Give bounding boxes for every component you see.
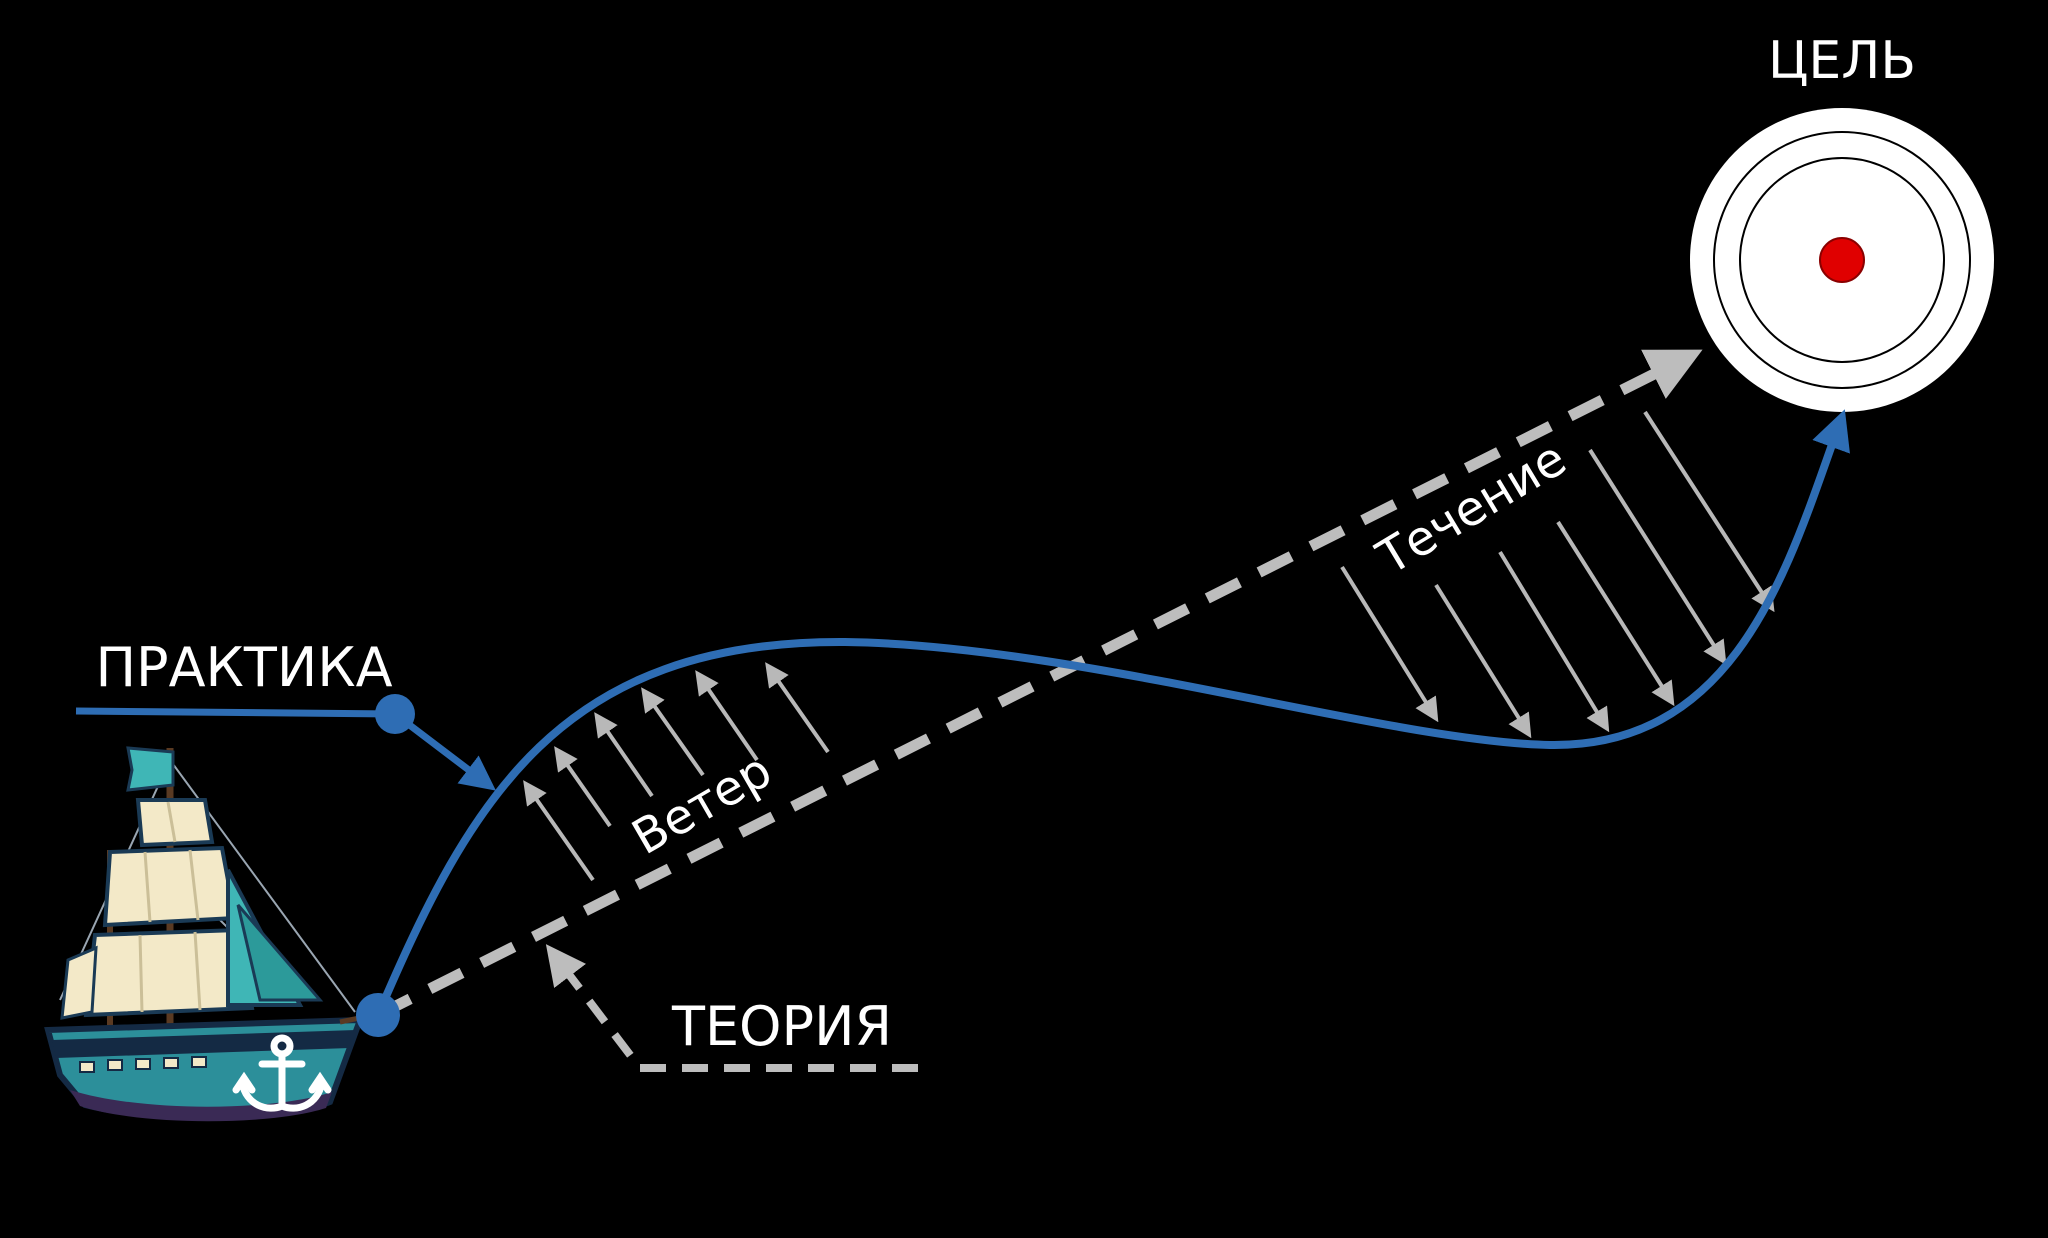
wind-arrow [554, 746, 612, 828]
current-arrow [1643, 410, 1775, 613]
theory-label: ТЕОРИЯ [671, 995, 892, 1058]
theory-connector [545, 944, 918, 1072]
wind-arrow [594, 712, 654, 798]
practice-label: ПРАКТИКА [95, 636, 392, 699]
current-arrows [1340, 410, 1775, 739]
start-node [356, 993, 400, 1037]
wind-arrow [765, 662, 830, 754]
theory-path [375, 349, 1703, 1020]
current-label: Течение [1367, 430, 1576, 586]
wind-arrow [695, 670, 759, 762]
goal-label: ЦЕЛЬ [1768, 31, 1916, 91]
practice-path [374, 409, 1850, 1017]
target-icon [1690, 108, 1994, 412]
wind-arrow [523, 780, 595, 882]
current-arrow [1434, 583, 1532, 739]
current-arrow [1556, 520, 1675, 707]
current-arrow [1588, 448, 1727, 666]
wind-arrow [641, 687, 705, 777]
current-arrow [1340, 565, 1439, 723]
current-arrow [1498, 550, 1610, 733]
sailing-ship-icon [44, 746, 389, 1122]
practice-node [375, 694, 415, 734]
wind-arrows [523, 662, 830, 882]
anchor-icon [232, 1034, 332, 1112]
